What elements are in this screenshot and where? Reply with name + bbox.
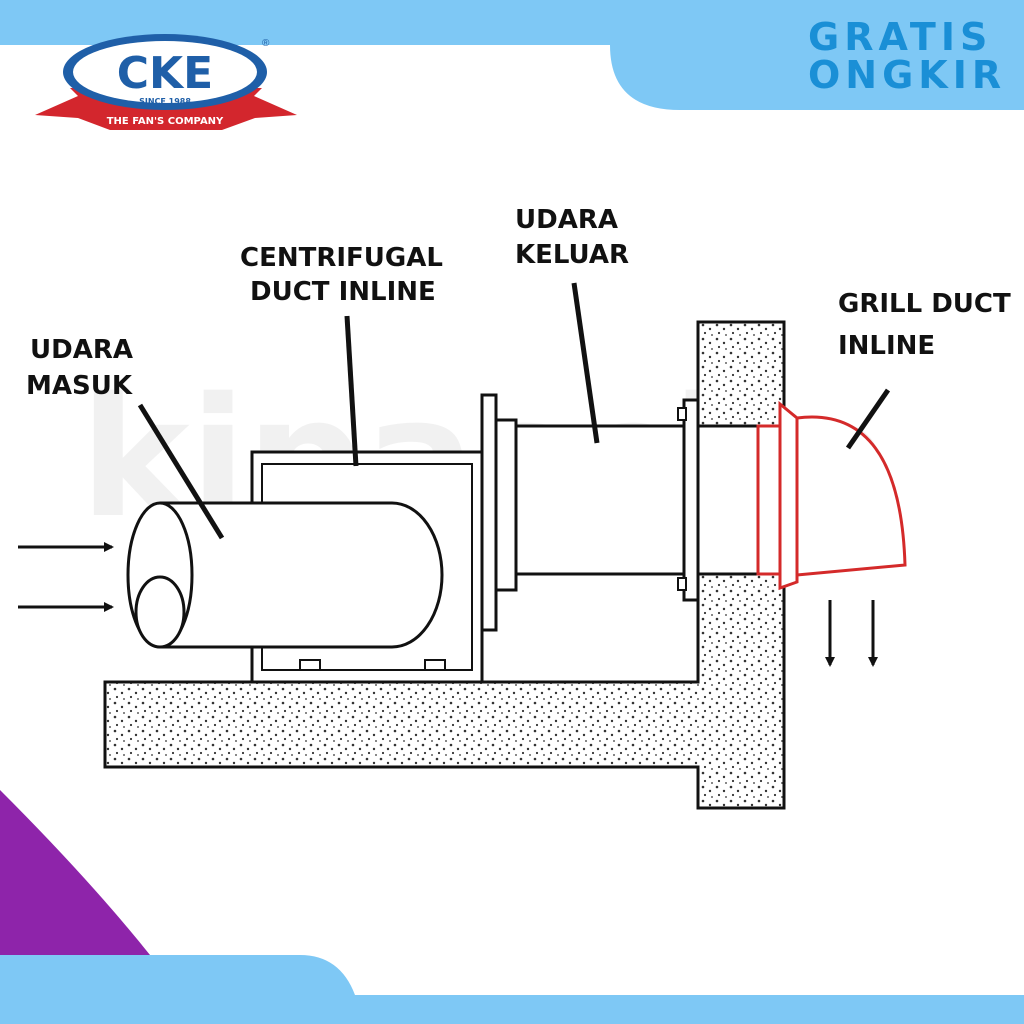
cke-logo: CKE SINCE 1988 THE FAN'S COMPANY ®	[35, 34, 297, 130]
logo-since: SINCE 1988	[139, 97, 191, 106]
label-fan-line1: CENTRIFUGAL	[240, 243, 443, 273]
label-inlet-line1: UDARA	[30, 335, 133, 365]
grill-duct-inline	[756, 400, 907, 591]
label-outlet-line2: KELUAR	[515, 240, 629, 270]
promo-line-2: ONGKIR	[808, 53, 1007, 97]
promo-banner	[0, 0, 1024, 110]
label-grill-line1: GRILL DUCT	[838, 289, 1011, 319]
logo-slogan: THE FAN'S COMPANY	[107, 116, 224, 127]
label-outlet-line1: UDARA	[515, 205, 618, 235]
outlet-duct	[514, 398, 762, 602]
label-outlet: UDARA KELUAR	[515, 205, 629, 270]
label-fan-line2: DUCT INLINE	[250, 277, 436, 307]
label-fan: CENTRIFUGAL DUCT INLINE	[240, 243, 443, 307]
logo-text: CKE	[117, 48, 213, 99]
leader-fan	[344, 315, 359, 467]
label-inlet: UDARA MASUK	[26, 335, 133, 401]
label-grill: GRILL DUCT INLINE	[838, 289, 1011, 361]
label-grill-line2: INLINE	[838, 331, 935, 361]
inlet-pipe	[126, 501, 444, 649]
leader-grill	[845, 388, 891, 450]
label-inlet-line2: MASUK	[26, 371, 133, 401]
purple-accent	[0, 790, 150, 955]
leader-inlet	[137, 403, 225, 540]
registered-mark: ®	[262, 38, 270, 49]
leader-outlet	[571, 282, 600, 444]
bottom-banner	[0, 955, 1024, 1024]
promo-line-1: GRATIS	[808, 15, 993, 59]
